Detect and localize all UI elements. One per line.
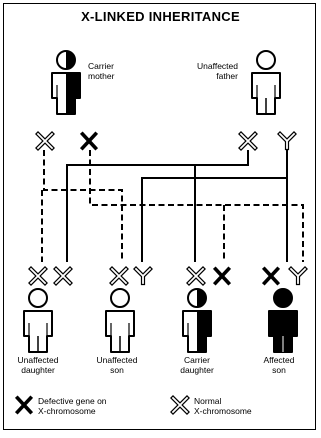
son2-y-symbol bbox=[291, 269, 305, 283]
inheritance-lines-mother-normal bbox=[41, 150, 123, 262]
inheritance-lines-defective bbox=[89, 150, 304, 262]
mother-label-line1: Carrier bbox=[88, 61, 114, 71]
carrier-daughter-label-line2: daughter bbox=[180, 364, 214, 375]
daughter2-defective-x-symbol bbox=[213, 267, 231, 285]
carrier-mother-figure bbox=[51, 50, 81, 115]
son1-y-symbol bbox=[136, 269, 150, 283]
legend-normal-x-icon bbox=[173, 398, 187, 412]
son2-defective-x-symbol bbox=[262, 267, 280, 285]
carrier-daughter-label: Carrier daughter bbox=[172, 355, 222, 375]
unaffected-son-label: Unaffected son bbox=[92, 355, 142, 375]
carrier-daughter-figure bbox=[182, 288, 212, 353]
father-label: Unaffected father bbox=[180, 61, 238, 81]
father-label-line1: Unaffected bbox=[197, 61, 238, 71]
legend-defective-x-icon bbox=[15, 396, 33, 414]
affected-son-label-line2: son bbox=[272, 364, 286, 375]
unaffected-son-figure bbox=[105, 288, 135, 353]
unaffected-daughter-label-line2: daughter bbox=[21, 364, 55, 375]
mother-defective-x-symbol bbox=[80, 132, 98, 150]
legend-defective-line1: Defective gene on bbox=[38, 396, 107, 406]
unaffected-father-figure bbox=[251, 50, 281, 115]
legend-normal-text: Normal X-chromosome bbox=[194, 396, 252, 416]
legend-defective-line2: X-chromosome bbox=[38, 405, 96, 416]
mother-label-line2: mother bbox=[88, 70, 115, 81]
legend-normal-line1: Normal bbox=[194, 396, 222, 406]
father-label-line2: father bbox=[216, 70, 238, 81]
mother-normal-x-symbol bbox=[38, 134, 52, 148]
legend-defective-text: Defective gene on X-chromosome bbox=[38, 396, 107, 416]
unaffected-daughter-label: Unaffected daughter bbox=[8, 355, 68, 375]
unaffected-son-label-line1: Unaffected bbox=[96, 355, 138, 365]
diagram-title: X-LINKED INHERITANCE bbox=[81, 9, 240, 24]
unaffected-son-label-line2: son bbox=[110, 364, 124, 375]
daughter1-x-symbol bbox=[31, 269, 45, 283]
father-x-symbol bbox=[241, 134, 255, 148]
unaffected-daughter-label-line1: Unaffected bbox=[17, 355, 59, 365]
carrier-daughter-label-line1: Carrier bbox=[184, 355, 210, 365]
affected-son-label-line1: Affected bbox=[263, 355, 295, 365]
affected-son-figure bbox=[268, 288, 298, 353]
son1-x-symbol bbox=[112, 269, 126, 283]
diagram-frame bbox=[3, 3, 316, 430]
affected-son-label: Affected son bbox=[254, 355, 304, 375]
legend-normal-line2: X-chromosome bbox=[194, 405, 252, 416]
mother-label: Carrier mother bbox=[88, 61, 115, 81]
daughter2-x-symbol bbox=[189, 269, 203, 283]
father-y-symbol bbox=[280, 134, 294, 148]
unaffected-daughter-figure bbox=[23, 288, 53, 353]
inheritance-lines-father bbox=[66, 150, 288, 262]
daughter1-x-symbol-2 bbox=[56, 269, 70, 283]
